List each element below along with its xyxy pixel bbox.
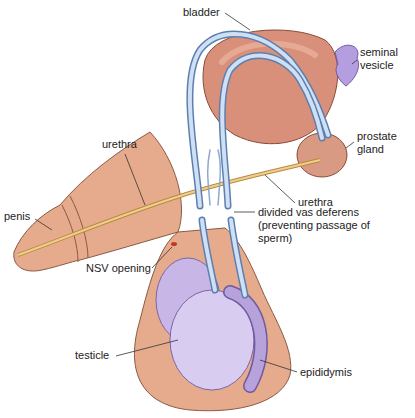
leader-line bbox=[125, 154, 145, 205]
nsv-opening-mark bbox=[171, 242, 177, 246]
vas-upper-b bbox=[222, 56, 322, 206]
leader-line bbox=[116, 340, 178, 356]
cord-vessels bbox=[208, 150, 221, 205]
vas-lower-b bbox=[231, 220, 245, 295]
part-label: penis bbox=[4, 210, 30, 223]
leader-line bbox=[265, 175, 295, 203]
leader-line bbox=[35, 219, 52, 230]
part-label: prostate gland bbox=[357, 130, 409, 156]
part-label: urethra bbox=[102, 138, 137, 151]
leader-line bbox=[152, 247, 172, 268]
vas-upper-a-outline bbox=[190, 34, 328, 206]
epididymis-shape bbox=[230, 292, 261, 386]
part-label: NSV opening bbox=[86, 262, 151, 275]
foreskin-line bbox=[70, 196, 88, 258]
part-label: testicle bbox=[75, 349, 109, 362]
leader-line bbox=[346, 142, 354, 148]
vas-upper-b-outline bbox=[222, 56, 322, 206]
scrotum-shape bbox=[134, 228, 290, 411]
part-label: bladder bbox=[183, 6, 220, 19]
vas-lower-b-outline bbox=[231, 220, 245, 295]
leader-lines bbox=[35, 13, 357, 372]
vas-lower-a bbox=[202, 220, 215, 290]
leader-line bbox=[234, 212, 255, 213]
vas-upper-a bbox=[190, 34, 328, 206]
leader-line bbox=[225, 13, 250, 30]
leader-line bbox=[260, 360, 297, 372]
vas-lower-a-outline bbox=[202, 220, 215, 290]
penis-shape bbox=[14, 132, 182, 271]
part-label: epididymis bbox=[300, 366, 352, 379]
leader-line bbox=[352, 60, 357, 64]
epididymis-outline bbox=[230, 292, 261, 386]
seminal-vesicle-shape bbox=[335, 45, 359, 86]
part-label: divided vas deferens (preventing passage… bbox=[258, 206, 370, 245]
part-label: seminal vesicle bbox=[360, 46, 410, 72]
vas-deferens bbox=[190, 34, 328, 295]
